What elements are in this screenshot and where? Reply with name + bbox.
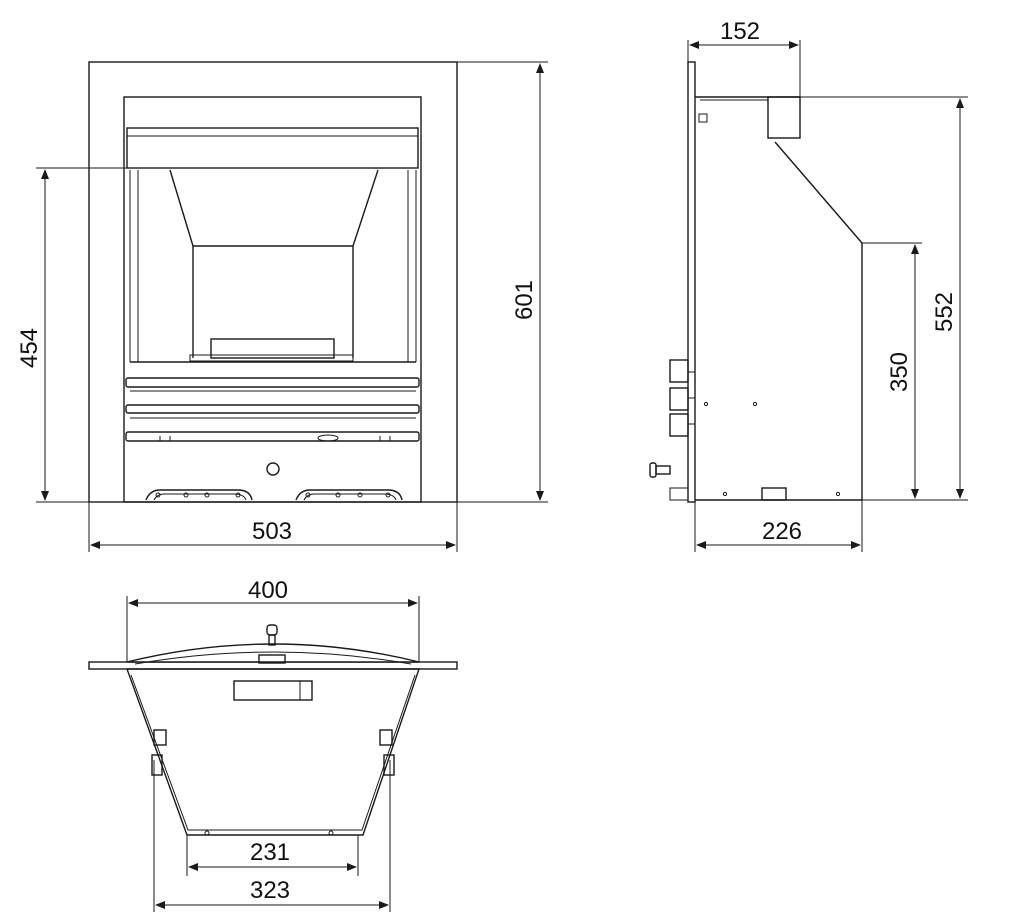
top-body (126, 668, 420, 836)
dim-label-503: 503 (252, 518, 292, 545)
dim-label-601: 601 (511, 280, 538, 320)
dim-front-height-opening: 454 (16, 167, 127, 503)
dim-top-width-mid: 323 (153, 760, 391, 912)
side-view: 152 552 350 226 (649, 18, 968, 552)
dim-label-552: 552 (931, 292, 958, 332)
dim-label-231: 231 (250, 839, 290, 866)
dim-front-height-total: 601 (457, 61, 548, 503)
dim-label-323: 323 (250, 877, 290, 904)
dim-side-height-lower: 350 (862, 242, 922, 499)
front-feet (145, 489, 403, 501)
top-curved-front (126, 643, 420, 663)
dim-label-152: 152 (720, 18, 760, 45)
dim-label-400: 400 (248, 577, 288, 604)
dim-label-226: 226 (762, 518, 802, 545)
dim-side-height-total: 552 (800, 96, 968, 501)
top-vent-slot (233, 680, 313, 701)
top-knob (258, 624, 286, 664)
top-side-brackets (151, 729, 395, 836)
front-inner-opening (123, 96, 422, 503)
side-front-plate (687, 61, 696, 503)
front-view: 601 454 503 (16, 61, 548, 552)
side-flue-box (767, 96, 801, 139)
dim-label-350: 350 (886, 352, 913, 392)
side-controls (649, 359, 841, 501)
side-slope (774, 141, 863, 244)
dim-side-depth-top: 152 (687, 18, 801, 97)
dim-front-width: 503 (88, 502, 458, 552)
front-canopy (126, 127, 419, 169)
front-grate (125, 377, 420, 442)
front-control-knob (266, 462, 280, 476)
dim-side-depth-base: 226 (694, 500, 863, 552)
front-firebox (129, 169, 417, 363)
dim-label-454: 454 (16, 328, 43, 368)
dim-top-width-front: 400 (126, 577, 420, 662)
top-view: 400 231 323 (88, 577, 458, 912)
dim-top-width-back: 231 (186, 835, 359, 876)
